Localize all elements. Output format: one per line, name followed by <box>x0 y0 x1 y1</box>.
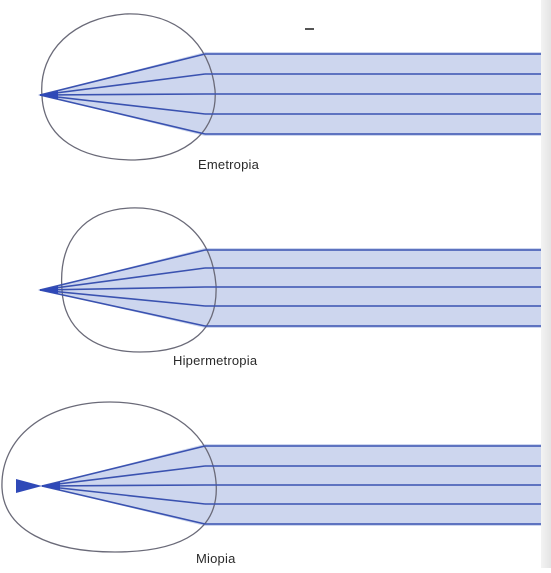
diagram-miopia <box>2 402 541 552</box>
diagram-hipermetropia <box>38 208 541 352</box>
focal-point-icon <box>38 286 58 294</box>
focal-point-icon <box>40 482 60 490</box>
label-hipermetropia: Hipermetropia <box>173 353 257 368</box>
label-miopia: Miopia <box>196 551 236 566</box>
diagram-emetropia <box>38 14 541 160</box>
label-emetropia: Emetropia <box>198 157 259 172</box>
scan-mark <box>305 28 314 30</box>
divergent-blur-icon <box>16 479 42 493</box>
page-edge <box>541 0 551 568</box>
